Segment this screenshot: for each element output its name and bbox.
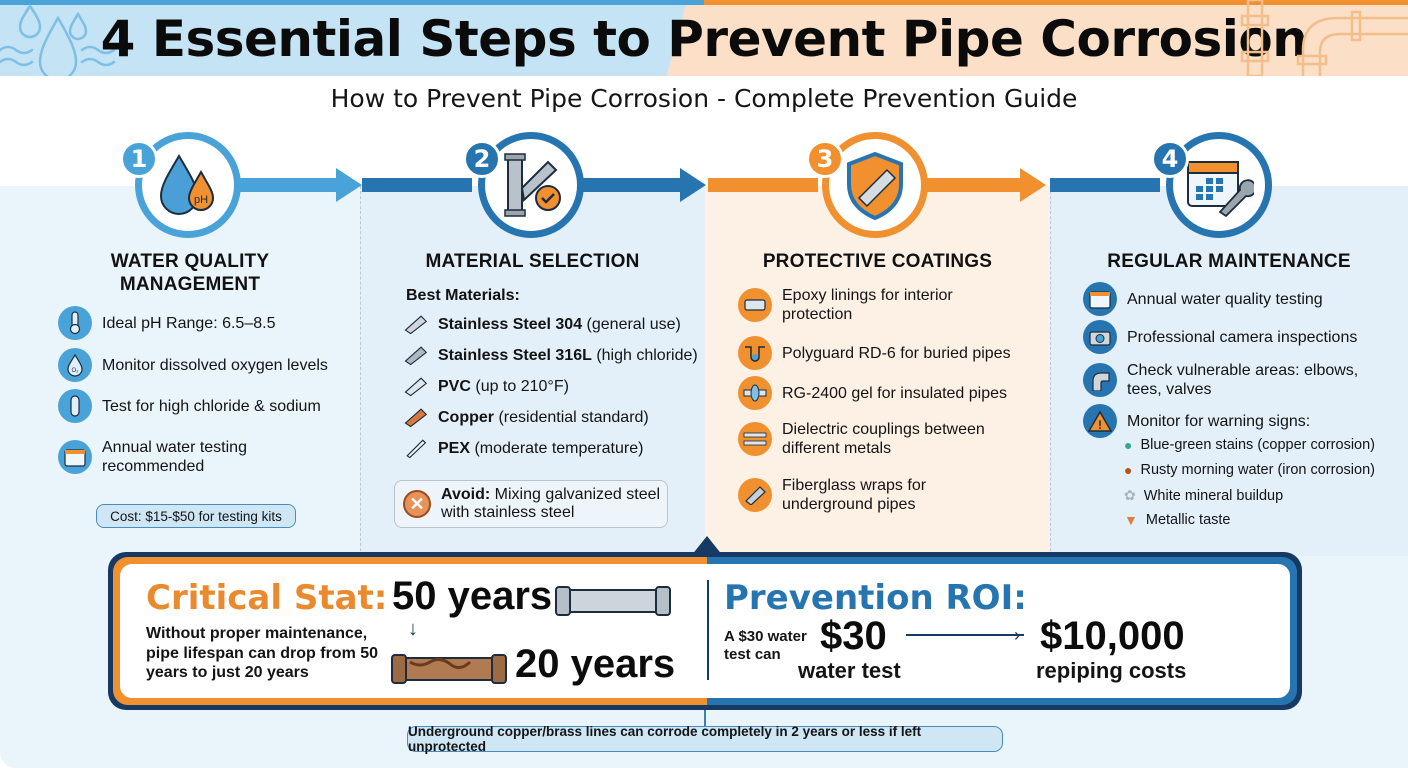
warning-icon: ! <box>1083 404 1117 438</box>
copper-pipe-icon <box>402 407 428 428</box>
warning-sign-item: ✿ White mineral buildup <box>1124 487 1284 504</box>
cost-note-badge: Cost: $15-$50 for testing kits <box>96 504 296 528</box>
pvc-pipe-icon <box>402 376 428 397</box>
svg-text:!: ! <box>1098 418 1102 432</box>
roi-cost-value: $30 <box>820 614 887 658</box>
step-1-title: WATER QUALITY MANAGEMENT <box>110 251 270 295</box>
pipe-fittings-icon <box>1240 0 1408 76</box>
steel-pipe-icon <box>402 345 428 366</box>
warning-sign-item: ▼ Metallic taste <box>1124 512 1231 528</box>
water-drops-icon <box>0 3 116 76</box>
footer-note: Underground copper/brass lines can corro… <box>407 724 1003 754</box>
material-item: PVC (up to 210°F) <box>402 376 569 397</box>
list-item: Professional camera inspections <box>1083 320 1357 354</box>
flow-arrow-4 <box>708 178 818 192</box>
critical-stat-description: Without proper maintenance, pipe lifespa… <box>146 625 379 681</box>
list-item: O₂ Monitor dissolved oxygen levels <box>58 348 328 382</box>
roi-savings-value: $10,000 <box>1040 614 1185 658</box>
step-3-title: PROTECTIVE COATINGS <box>762 251 993 272</box>
warning-sign-item: ● Rusty morning water (iron corrosion) <box>1124 462 1375 478</box>
roi-arrow-line <box>906 634 1024 636</box>
lifespan-to-value: 20 years <box>515 642 676 686</box>
fiberglass-wrap-icon <box>738 478 772 512</box>
best-materials-label: Best Materials: <box>406 287 520 304</box>
warning-sign-item: ● Blue-green stains (copper corrosion) <box>1124 437 1375 453</box>
list-item: Test for high chloride & sodium <box>58 389 321 423</box>
calendar-icon <box>1083 282 1117 316</box>
svg-text:O₂: O₂ <box>72 368 80 374</box>
flow-arrow-5 <box>920 168 1050 202</box>
gel-pipe-icon <box>738 376 772 410</box>
thermometer-icon <box>58 306 92 340</box>
step-1-badge: 1 <box>120 140 158 178</box>
step-2-title: MATERIAL SELECTION <box>425 251 640 272</box>
step-3-badge: 3 <box>806 140 844 178</box>
green-drop-icon: ● <box>1124 437 1133 453</box>
list-item: Check vulnerable areas: elbows,tees, val… <box>1083 361 1358 399</box>
roi-savings-label: repiping costs <box>1036 658 1187 683</box>
list-item: RG-2400 gel for insulated pipes <box>738 376 1007 410</box>
down-arrow-icon: ↓ <box>408 618 418 640</box>
new-pipe-icon <box>555 586 671 616</box>
right-arrow-icon: › <box>1014 625 1020 645</box>
calendar-icon <box>58 440 92 474</box>
flow-arrow-3 <box>578 168 708 202</box>
prohibited-icon: ✕ <box>403 490 431 518</box>
step-4-title: REGULAR MAINTENANCE <box>1107 251 1351 272</box>
list-item: Annual water quality testing <box>1083 282 1323 316</box>
step-4-icon-circle <box>1166 132 1272 238</box>
lifespan-from-value: 50 years <box>392 574 553 618</box>
list-item: Ideal pH Range: 6.5–8.5 <box>58 306 275 340</box>
calendar-wrench-icon <box>1187 161 1254 218</box>
roi-prefix-text: A $30 water test can <box>724 628 807 663</box>
stats-panel-content <box>120 564 1290 698</box>
flow-arrow-1 <box>230 168 362 202</box>
page-subtitle: How to Prevent Pipe Corrosion - Complete… <box>330 84 1078 113</box>
svg-text:pH: pH <box>194 194 208 206</box>
coupling-icon <box>738 422 772 456</box>
tongue-icon: ▼ <box>1124 512 1138 528</box>
panel-notch <box>691 536 723 556</box>
shield-pipe-icon <box>847 151 903 220</box>
material-item: Stainless Steel 304 (general use) <box>402 314 681 335</box>
panel-divider <box>707 580 709 680</box>
pipe-checkmark-icon <box>504 153 561 217</box>
flow-arrow-6 <box>1050 178 1160 192</box>
critical-stat-title: Critical Stat: <box>146 578 388 618</box>
camera-icon <box>1083 320 1117 354</box>
mineral-icon: ✿ <box>1124 487 1136 503</box>
step-4-badge: 4 <box>1151 140 1189 178</box>
water-ph-drops-icon: pH <box>159 154 215 215</box>
epoxy-lining-icon <box>738 288 772 322</box>
roi-cost-label: water test <box>798 658 901 683</box>
header-banner: 4 Essential Steps to Prevent Pipe Corros… <box>0 0 1408 76</box>
list-item: ! Monitor for warning signs: <box>1083 404 1310 438</box>
pex-pipe-icon <box>402 438 428 459</box>
page-title: 4 Essential Steps to Prevent Pipe Corros… <box>100 10 1308 68</box>
material-item: PEX (moderate temperature) <box>402 438 643 459</box>
rusty-pipe-icon <box>391 654 507 684</box>
elbow-pipe-icon <box>1083 363 1117 397</box>
step-2-badge: 2 <box>463 140 501 178</box>
material-item: Stainless Steel 316L (high chloride) <box>402 345 698 366</box>
header-top-bar <box>0 0 1408 5</box>
list-item: Polyguard RD-6 for buried pipes <box>738 336 1011 370</box>
test-tube-icon <box>58 389 92 423</box>
steel-pipe-icon <box>402 314 428 335</box>
material-item: Copper (residential standard) <box>402 407 649 428</box>
prevention-roi-title: Prevention ROI: <box>724 578 1027 618</box>
buried-pipe-icon <box>738 336 772 370</box>
rust-drop-icon: ● <box>1124 462 1133 478</box>
oxygen-drop-icon: O₂ <box>58 348 92 382</box>
footer-connector-line <box>704 710 706 727</box>
flow-arrow-2 <box>362 178 472 192</box>
